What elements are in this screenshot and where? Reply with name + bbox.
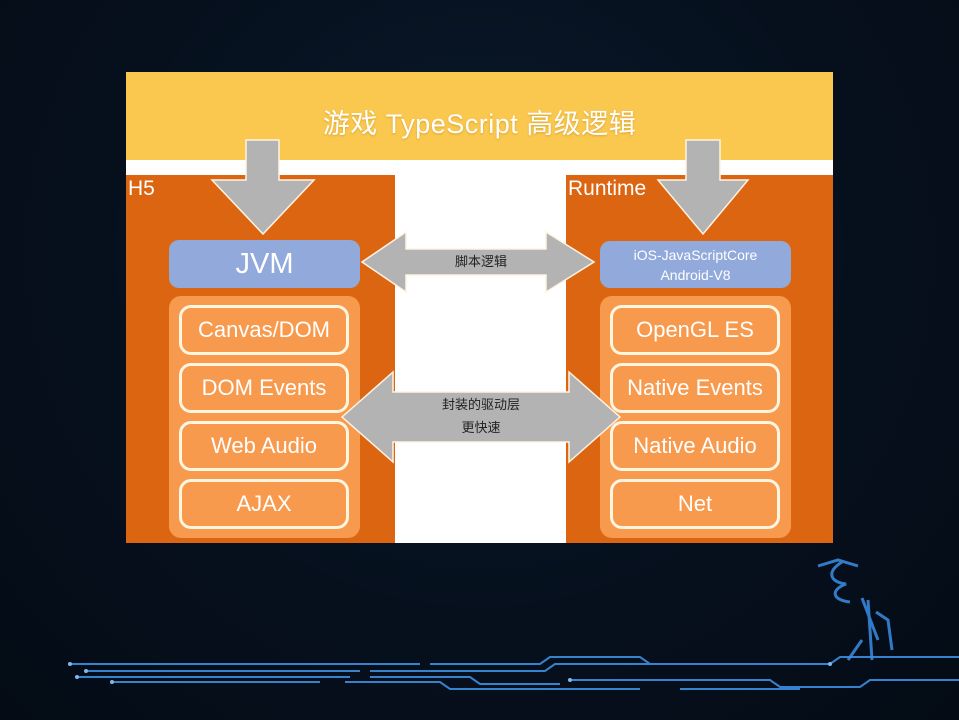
js-engine-ios: iOS-JavaScriptCore xyxy=(633,247,758,263)
architecture-diagram: 游戏 TypeScript 高级逻辑 H5 JVM Canvas/DOM DOM… xyxy=(126,72,833,543)
driver-layer-faster-label: 更快速 xyxy=(461,420,501,435)
arrows-layer xyxy=(210,139,750,464)
runtime-panel: Runtime iOS-JavaScriptCore Android-V8 Op… xyxy=(566,175,833,543)
runtime-layer-stack: OpenGL ES Native Events Native Audio Net xyxy=(600,296,791,538)
script-logic-label: 脚本逻辑 xyxy=(454,254,507,269)
layer-net: Net xyxy=(610,479,780,529)
driver-layer-label: 封装的驱动层 xyxy=(441,397,520,412)
js-engine-android: Android-V8 xyxy=(660,267,731,283)
script-logic-double-arrow xyxy=(360,230,596,294)
h5-panel-label: H5 xyxy=(128,177,155,200)
layer-native-audio: Native Audio xyxy=(610,421,780,471)
jvm-engine-box: JVM xyxy=(169,240,360,288)
heron-logo-icon xyxy=(817,558,894,661)
runtime-panel-label: Runtime xyxy=(568,177,647,200)
layer-native-events: Native Events xyxy=(610,363,780,413)
banner-title: 游戏 TypeScript 高级逻辑 xyxy=(322,109,637,139)
down-arrow-runtime xyxy=(656,139,750,236)
layer-dom-events: DOM Events xyxy=(179,363,349,413)
h5-layer-stack: Canvas/DOM DOM Events Web Audio AJAX xyxy=(169,296,360,538)
circuit-nodes xyxy=(68,662,832,684)
layer-ajax: AJAX xyxy=(179,479,349,529)
driver-layer-double-arrow xyxy=(340,370,622,464)
down-arrow-h5 xyxy=(210,139,316,236)
circuit-lines xyxy=(70,656,959,690)
layer-canvas-dom: Canvas/DOM xyxy=(179,305,349,355)
h5-panel: H5 JVM Canvas/DOM DOM Events Web Audio A… xyxy=(126,175,395,543)
js-engine-box: iOS-JavaScriptCore Android-V8 xyxy=(600,241,791,288)
layer-opengl-es: OpenGL ES xyxy=(610,305,780,355)
layer-web-audio: Web Audio xyxy=(179,421,349,471)
